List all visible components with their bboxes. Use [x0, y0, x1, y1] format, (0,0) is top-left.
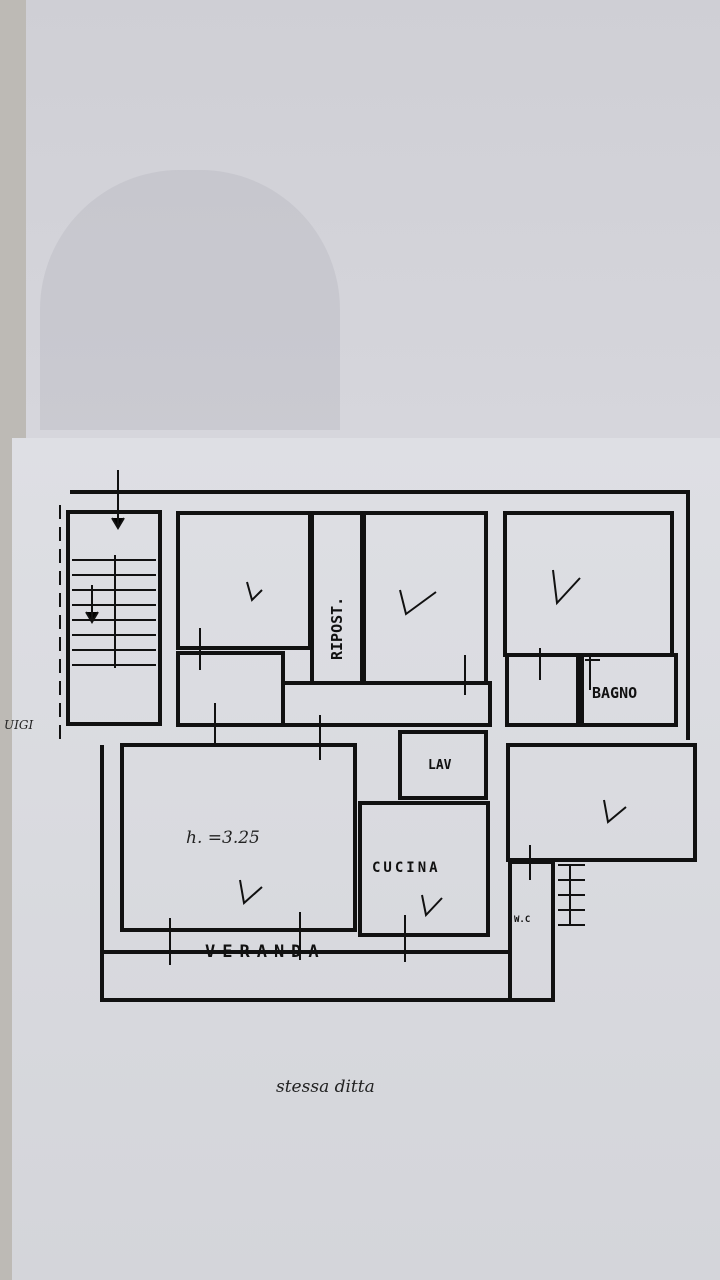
- storage-label: RIPOST.: [328, 596, 346, 660]
- neighbor-label: UIGI: [4, 718, 34, 732]
- stairwell: [66, 510, 162, 726]
- room-right: [506, 743, 697, 862]
- check-marks: [239, 569, 627, 918]
- door-marks: [169, 628, 600, 965]
- kitchen-label: CUCINA: [372, 860, 441, 876]
- room-bathroom: [580, 653, 678, 727]
- room-bedroom-3: [503, 511, 674, 657]
- outer-wall-top: [70, 490, 690, 740]
- check-mark: [603, 799, 627, 824]
- room-bedroom-1: [176, 511, 312, 650]
- room-living: [120, 743, 357, 932]
- bathroom-label: BAGNO: [592, 684, 638, 702]
- caption: stessa ditta: [276, 1077, 375, 1097]
- check-mark: [421, 894, 443, 918]
- laundry-label: LAV: [428, 758, 452, 773]
- stair-steps: [72, 470, 585, 926]
- check-mark: [239, 879, 263, 905]
- room-bedroom-2: [362, 511, 488, 685]
- corridor: [285, 681, 492, 727]
- wc-label: W.C: [514, 915, 531, 925]
- room-small: [176, 651, 285, 727]
- veranda-label: VERANDA: [205, 942, 326, 962]
- check-mark: [246, 581, 263, 602]
- room-laundry: [398, 730, 488, 800]
- outer-wall-lower: [100, 745, 555, 1002]
- room-hall: [505, 653, 580, 727]
- walls: [59, 490, 697, 1002]
- upper-page: [26, 0, 720, 440]
- check-mark: [399, 589, 437, 616]
- shadow: [40, 170, 340, 430]
- ceiling-height-label: h. =3.25: [186, 828, 260, 848]
- room-kitchen: [358, 801, 490, 937]
- check-mark: [552, 569, 581, 606]
- room-wc: [508, 860, 555, 1002]
